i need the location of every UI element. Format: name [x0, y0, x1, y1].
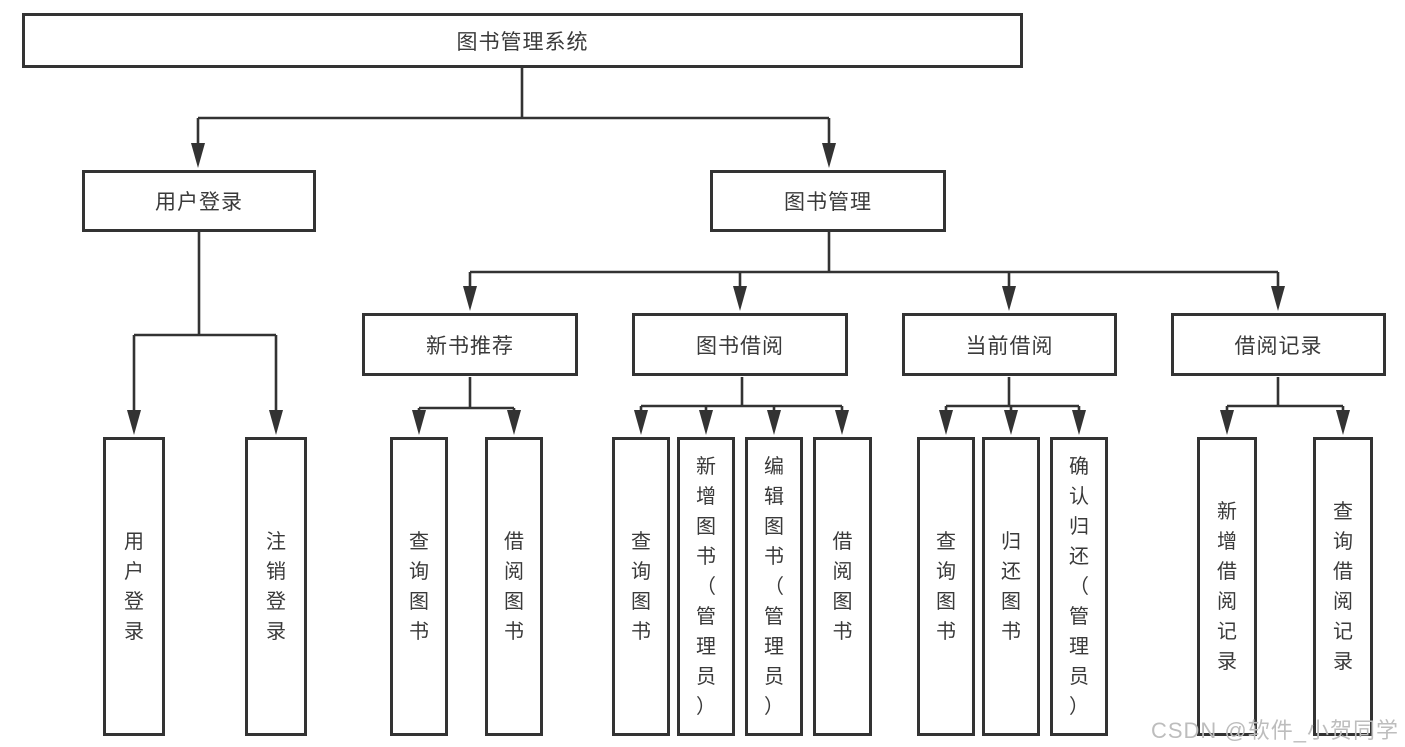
leaf-query-books-current: 查询图书: [917, 437, 975, 736]
leaf-edit-book-admin: 编辑图书（管理员）: [745, 437, 803, 736]
node-label: 借阅记录: [1234, 334, 1323, 358]
leaf-user-login: 用户登录: [103, 437, 165, 736]
node-label: 图书管理: [784, 191, 872, 214]
node-library-management-system: 图书管理系统: [22, 13, 1023, 68]
leaf-borrow-books: 借阅图书: [813, 437, 872, 736]
node-book-management: 图书管理: [710, 170, 946, 232]
node-current-borrow: 当前借阅: [902, 313, 1117, 376]
leaf-label: 归还图书: [1001, 530, 1021, 643]
leaf-label: 查询借阅记录: [1333, 500, 1353, 673]
leaf-return-book: 归还图书: [982, 437, 1040, 736]
leaf-label: 借阅图书: [832, 530, 853, 643]
leaf-query-books-borrow: 查询图书: [612, 437, 670, 736]
leaf-label: 查询图书: [631, 530, 651, 643]
leaf-add-book-admin: 新增图书（管理员）: [677, 437, 735, 736]
leaf-query-borrow-record: 查询借阅记录: [1313, 437, 1373, 736]
leaf-label: 新增借阅记录: [1217, 500, 1237, 673]
csdn-watermark: CSDN @软件_小贺同学: [1150, 718, 1399, 743]
leaf-borrow-books-recommend: 借阅图书: [485, 437, 543, 736]
node-borrow-records: 借阅记录: [1171, 313, 1386, 376]
node-label: 用户登录: [155, 191, 243, 214]
leaf-logout: 注销登录: [245, 437, 307, 736]
node-label: 新书推荐: [426, 334, 514, 358]
leaf-confirm-return-admin: 确认归还（管理员）: [1050, 437, 1108, 736]
leaf-label: 新增图书（管理员）: [696, 455, 716, 718]
leaf-label: 编辑图书（管理员）: [764, 455, 784, 718]
leaf-label: 查询图书: [936, 530, 956, 643]
leaf-label: 查询图书: [409, 530, 429, 643]
arrowhead-icons: [127, 143, 1350, 435]
node-label: 图书管理系统: [456, 30, 589, 54]
node-new-book-recommend: 新书推荐: [362, 313, 578, 376]
node-book-borrow: 图书借阅: [632, 313, 848, 376]
node-label: 当前借阅: [965, 334, 1054, 358]
leaf-label: 用户登录: [124, 530, 144, 643]
leaf-query-books-recommend: 查询图书: [390, 437, 448, 736]
node-label: 图书借阅: [696, 334, 784, 358]
node-user-login: 用户登录: [82, 170, 316, 232]
leaf-label: 确认归还（管理员）: [1069, 455, 1089, 718]
leaf-label: 注销登录: [266, 530, 286, 643]
leaf-add-borrow-record: 新增借阅记录: [1197, 437, 1257, 736]
leaf-label: 借阅图书: [504, 530, 524, 643]
